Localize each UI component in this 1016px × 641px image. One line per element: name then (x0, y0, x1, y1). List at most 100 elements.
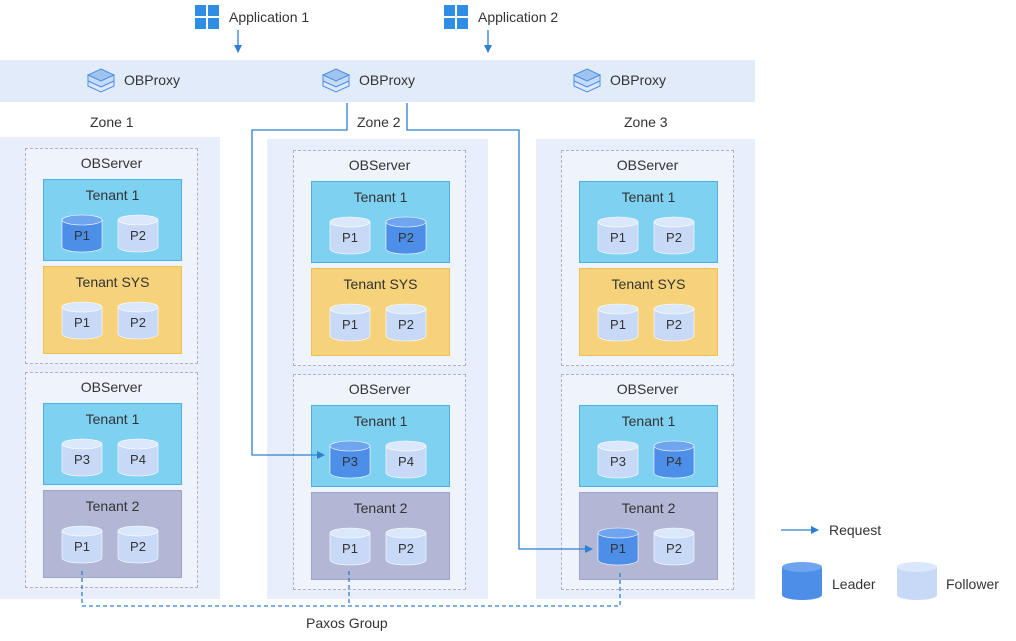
windows-icon (444, 5, 468, 29)
tenant-title: Tenant SYS (611, 276, 686, 292)
partition-label: P1 (74, 228, 90, 243)
follower-partition-icon: P2 (117, 525, 159, 564)
tenant-box: Tenant SYS P1 P2 (43, 266, 182, 354)
paxos-group-line (81, 571, 621, 607)
partition-label: P2 (666, 230, 682, 245)
partition-label: P1 (342, 541, 358, 556)
windows-icon (195, 5, 219, 29)
partition-label: P2 (130, 228, 146, 243)
partition-label: P4 (398, 454, 414, 469)
observer-title: OBServer (80, 379, 143, 395)
follower-partition-icon: P4 (117, 438, 159, 477)
application-1: Application 1 (195, 5, 309, 29)
partition-label: P1 (342, 317, 358, 332)
follower-partition-icon: P2 (117, 214, 159, 253)
proxy-icon (86, 68, 116, 93)
follower-partition-icon: P1 (597, 216, 639, 255)
leader-partition-icon: P2 (385, 216, 427, 255)
tenant-title: Tenant 1 (85, 411, 140, 427)
obproxy-1: OBProxy (86, 67, 180, 93)
legend-leader-label: Leader (832, 576, 876, 592)
follower-partition-icon: P2 (653, 303, 695, 342)
partition-label: P2 (666, 317, 682, 332)
tenant-box: Tenant 1 P3 P4 (311, 405, 450, 487)
follower-partition-icon: P1 (329, 303, 371, 342)
paxos-group-label: Paxos Group (306, 615, 388, 631)
tenant-title: Tenant 1 (353, 189, 408, 205)
follower-partition-icon: P3 (597, 440, 639, 479)
partition-label: P3 (610, 454, 626, 469)
partition-label: P2 (130, 539, 146, 554)
leader-partition-icon: P4 (653, 440, 695, 479)
tenant-box: Tenant SYS P1 P2 (579, 268, 718, 356)
obproxy-1-label: OBProxy (124, 72, 181, 88)
leader-partition-icon: P1 (61, 214, 103, 253)
legend-leader-icon (781, 561, 823, 601)
obproxy-2-label: OBProxy (359, 72, 416, 88)
observer-title: OBServer (348, 157, 411, 173)
tenant-title: Tenant SYS (75, 274, 150, 290)
obproxy-layer (0, 60, 755, 102)
tenant-box: Tenant 2 P1 P2 (311, 492, 450, 580)
tenant-title: Tenant 2 (353, 500, 408, 516)
partition-label: P2 (398, 230, 414, 245)
partition-label: P3 (74, 452, 90, 467)
observer-title: OBServer (348, 381, 411, 397)
tenant-title: Tenant 1 (621, 413, 676, 429)
legend-follower-label: Follower (946, 576, 999, 592)
request-route-to-zone3-p1 (406, 103, 593, 553)
partition-label: P1 (610, 230, 626, 245)
partition-label: P4 (666, 454, 682, 469)
obproxy-2: OBProxy (321, 67, 415, 93)
follower-partition-icon: P2 (385, 527, 427, 566)
application-2-label: Application 2 (478, 9, 559, 25)
application-1-label: Application 1 (229, 9, 310, 25)
partition-label: P4 (130, 452, 146, 467)
tenant-title: Tenant 2 (621, 500, 676, 516)
follower-partition-icon: P3 (61, 438, 103, 477)
tenant-box: Tenant 1 P3 P4 (579, 405, 718, 487)
proxy-icon (321, 68, 351, 93)
legend-follower-icon (896, 561, 938, 601)
partition-label: P1 (74, 539, 90, 554)
request-route-to-zone2-p3 (251, 103, 348, 459)
partition-label: P2 (398, 317, 414, 332)
zone-1-label: Zone 1 (90, 114, 134, 130)
tenant-box: Tenant 2 P1 P2 (43, 490, 182, 578)
follower-partition-icon: P1 (329, 216, 371, 255)
tenant-box: Tenant 1 P3 P4 (43, 403, 182, 485)
obproxy-3: OBProxy (572, 67, 666, 93)
follower-partition-icon: P1 (61, 525, 103, 564)
partition-label: P1 (342, 230, 358, 245)
follower-partition-icon: P2 (117, 301, 159, 340)
leader-partition-icon: P3 (329, 440, 371, 479)
partition-label: P2 (666, 541, 682, 556)
partition-label: P1 (74, 315, 90, 330)
follower-partition-icon: P1 (597, 303, 639, 342)
leader-partition-icon: P1 (597, 527, 639, 566)
partition-label: P3 (342, 454, 358, 469)
partition-label: P1 (610, 541, 626, 556)
tenant-box: Tenant 2 P1 P2 (579, 492, 718, 580)
partition-label: P1 (610, 317, 626, 332)
follower-partition-icon: P4 (385, 440, 427, 479)
zone-3-label: Zone 3 (624, 114, 668, 130)
legend-request-label: Request (829, 522, 882, 538)
follower-partition-icon: P2 (385, 303, 427, 342)
follower-partition-icon: P2 (653, 216, 695, 255)
tenant-title: Tenant 1 (353, 413, 408, 429)
follower-partition-icon: P1 (61, 301, 103, 340)
observer-title: OBServer (80, 155, 143, 171)
tenant-box: Tenant 1 P1 P2 (311, 181, 450, 263)
tenant-title: Tenant SYS (343, 276, 418, 292)
tenant-title: Tenant 2 (85, 498, 140, 514)
